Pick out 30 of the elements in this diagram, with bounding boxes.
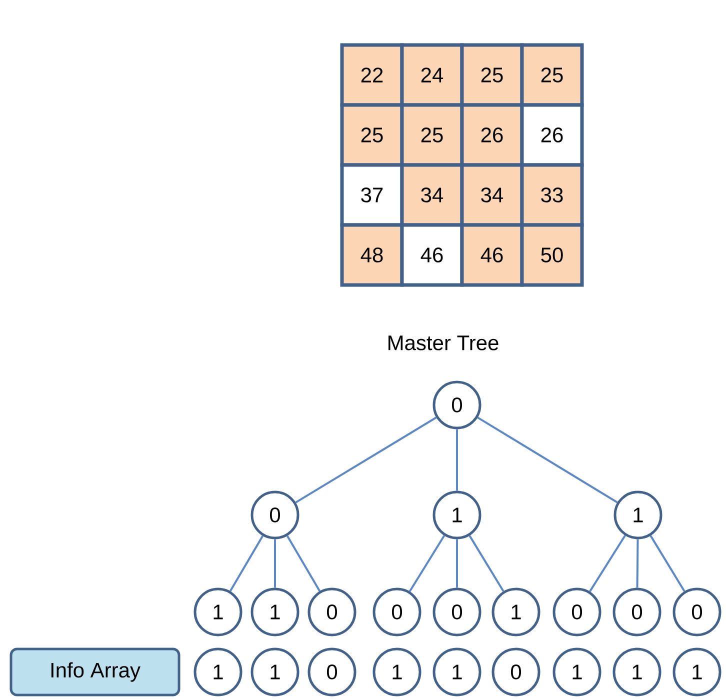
label-box: Info Array bbox=[10, 648, 180, 696]
table-cell: 26 bbox=[460, 103, 524, 167]
table-cell: 25 bbox=[460, 43, 524, 107]
table-cell: 24 bbox=[400, 43, 464, 107]
connector-line bbox=[456, 539, 458, 588]
table-cell: 37 bbox=[340, 163, 404, 227]
connector-line bbox=[636, 539, 639, 588]
connector-line bbox=[408, 535, 446, 592]
table-cell: 26 bbox=[520, 103, 584, 167]
connector-line bbox=[456, 429, 458, 491]
connector-line bbox=[229, 535, 264, 592]
connector-line bbox=[286, 535, 321, 592]
tree-title: Master Tree bbox=[388, 336, 498, 350]
table-cell: 46 bbox=[460, 223, 524, 287]
connector-line bbox=[274, 539, 276, 588]
table-cell: 48 bbox=[340, 223, 404, 287]
connector-line bbox=[650, 535, 686, 592]
table-cell: 25 bbox=[340, 103, 404, 167]
table-cell: 22 bbox=[340, 43, 404, 107]
table-cell: 34 bbox=[400, 163, 464, 227]
connector-line bbox=[468, 535, 504, 592]
connector-line bbox=[295, 416, 437, 504]
table-cell: 25 bbox=[520, 43, 584, 107]
table-cell: 33 bbox=[520, 163, 584, 227]
table-cell: 34 bbox=[460, 163, 524, 227]
table-cell: 46 bbox=[400, 223, 464, 287]
table-cell: 25 bbox=[400, 103, 464, 167]
connector-line bbox=[477, 416, 618, 504]
connector-line bbox=[589, 534, 626, 592]
table-cell: 50 bbox=[520, 223, 584, 287]
